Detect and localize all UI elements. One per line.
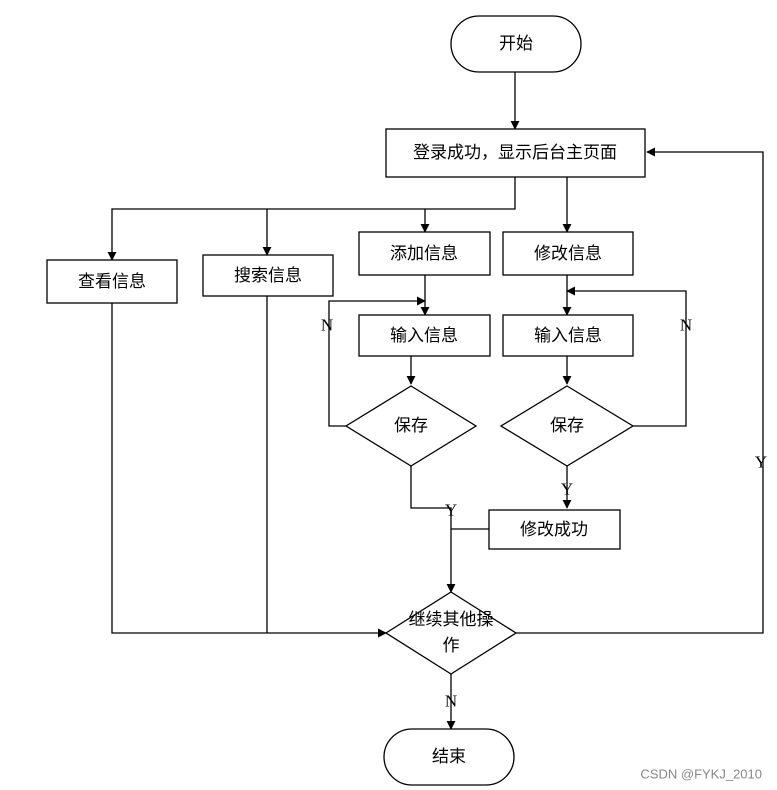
- save-add-no-label: N: [321, 316, 333, 335]
- search-node: 搜索信息: [202, 254, 334, 297]
- start-label: 开始: [499, 34, 533, 54]
- end-node: 结束: [383, 728, 515, 786]
- add-node: 添加信息: [358, 231, 491, 276]
- save-add-label: 保存: [394, 416, 428, 436]
- modify-label: 修改信息: [534, 244, 602, 264]
- edge-save-add-yes: [410, 466, 456, 593]
- continue-label-line1: 继续其他操: [409, 610, 494, 630]
- continue-label-line2: 作: [443, 636, 460, 656]
- edge-view-to-continue: [111, 303, 387, 638]
- save-modify-yes-label: Y: [561, 480, 573, 499]
- login-node: 登录成功，显示后台主页面: [385, 128, 646, 178]
- input-add-label: 输入信息: [390, 326, 458, 346]
- modify-success-node: 修改成功: [488, 509, 621, 550]
- modify-success-label: 修改成功: [520, 520, 588, 540]
- continue-no-label: N: [445, 692, 457, 711]
- continue-decision: 继续其他操 作: [384, 591, 518, 675]
- input-add-node: 输入信息: [358, 314, 491, 357]
- save-modify-label: 保存: [550, 416, 584, 436]
- view-node: 查看信息: [46, 259, 178, 304]
- edge-save-modify-no-loop: [566, 286, 687, 427]
- input-modify-label: 输入信息: [534, 326, 602, 346]
- edge-continue-yes-loop: [516, 147, 764, 634]
- login-label: 登录成功，显示后台主页面: [413, 143, 617, 163]
- save-add-decision: 保存: [344, 385, 478, 467]
- save-modify-decision: 保存: [499, 385, 635, 467]
- watermark: CSDN @FYKJ_2010: [640, 767, 762, 782]
- continue-yes-label: Y: [755, 453, 767, 472]
- start-node: 开始: [450, 15, 582, 73]
- search-label: 搜索信息: [234, 266, 302, 286]
- add-label: 添加信息: [390, 244, 458, 264]
- save-modify-no-label: N: [680, 316, 692, 335]
- edge-login-to-view: [107, 177, 516, 261]
- edge-save-add-no-loop: [328, 296, 426, 427]
- modify-node: 修改信息: [502, 231, 634, 276]
- save-add-yes-label: Y: [445, 501, 457, 520]
- view-label: 查看信息: [78, 272, 146, 292]
- input-modify-node: 输入信息: [502, 314, 634, 357]
- end-label: 结束: [432, 747, 466, 767]
